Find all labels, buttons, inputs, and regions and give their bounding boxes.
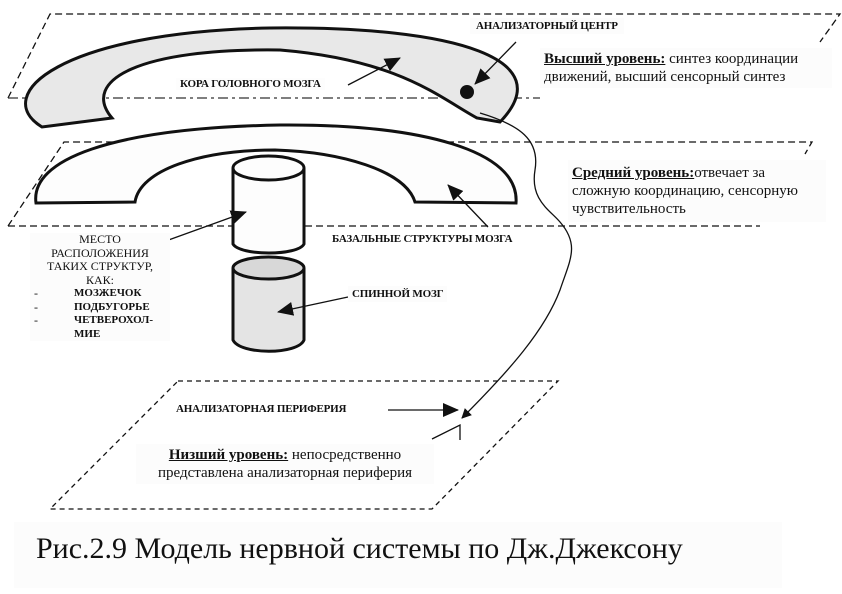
high-level-text-2: движений, высший сенсорный синтез (544, 69, 786, 85)
high-level-text-1: синтез координации (669, 51, 799, 67)
analyzer-center-dot (460, 85, 474, 99)
structure-list-item: - ЧЕТВЕРОХОЛ- (30, 313, 170, 328)
cortex-arrow (347, 57, 401, 86)
structure-name: ЧЕТВЕРОХОЛ- (74, 314, 154, 326)
low-level-title: Низший уровень: (168, 447, 289, 463)
high-level-description: Высший уровень: синтез координации движе… (540, 48, 832, 88)
location-note: МЕСТО РАСПОЛОЖЕНИЯ ТАКИХ СТРУКТУР, КАК: … (30, 232, 170, 342)
low-level-text-1: непосредственно (291, 447, 402, 463)
bullet (30, 328, 74, 342)
spinal-arrow (277, 296, 349, 316)
high-level-title: Высший уровень: (544, 51, 666, 67)
analyzer-center-arrow (474, 41, 517, 85)
upper-cylinder (231, 154, 306, 255)
cortex-arc (24, 26, 519, 129)
low-level-description: Низший уровень: непосредственно представ… (136, 444, 434, 484)
bullet: - (34, 286, 38, 300)
structure-name: ПОДБУГОРЬЕ (74, 300, 150, 313)
location-arrow (162, 210, 247, 243)
structure-list-item: - МОЗЖЕЧОК (30, 286, 170, 301)
receptor-symbol (431, 423, 461, 440)
middle-level-text-2: сложную координацию, сенсорную (572, 183, 798, 199)
bullet: - (34, 313, 38, 327)
structure-name: МОЗЖЕЧОК (74, 287, 142, 299)
location-note-line: МЕСТО (79, 232, 121, 246)
bullet: - (34, 299, 38, 314)
basal-structures-label: БАЗАЛЬНЫЕ СТРУКТУРЫ МОЗГА (332, 233, 513, 245)
location-note-line: ТАКИХ СТРУКТУР, (47, 259, 153, 273)
structure-list-item: - ПОДБУГОРЬЕ (30, 299, 170, 315)
cortex-label: КОРА ГОЛОВНОГО МОЗГА (176, 78, 325, 90)
location-note-line: РАСПОЛОЖЕНИЯ (51, 245, 149, 260)
analyzer-center-label: АНАЛИЗАТОРНЫЙ ЦЕНТР (470, 18, 624, 34)
low-level-plane (48, 380, 560, 510)
spinal-cord-label: СПИННОЙ МОЗГ (348, 286, 448, 302)
basal-structures-arc (34, 123, 518, 205)
middle-level-title: Средний уровень: (572, 165, 695, 181)
location-note-line: КАК: (85, 272, 114, 287)
structure-list-item: МИЕ (30, 328, 170, 342)
low-level-text-2: представлена анализаторная периферия (157, 465, 413, 481)
figure-caption: Рис.2.9 Модель нервной системы по Дж.Дже… (14, 522, 782, 588)
basal-arrow (447, 184, 489, 228)
periphery-label: АНАЛИЗАТОРНАЯ ПЕРИФЕРИЯ (176, 403, 347, 415)
nerve-pathway-curve (461, 112, 573, 419)
spinal-cord-cylinder (231, 255, 306, 353)
middle-level-text-3: чувствительность (572, 201, 686, 217)
middle-level-description: Средний уровень:отвечает за сложную коор… (568, 160, 826, 222)
middle-level-text-1: отвечает за (694, 165, 766, 181)
structure-name: МИЕ (74, 327, 101, 340)
